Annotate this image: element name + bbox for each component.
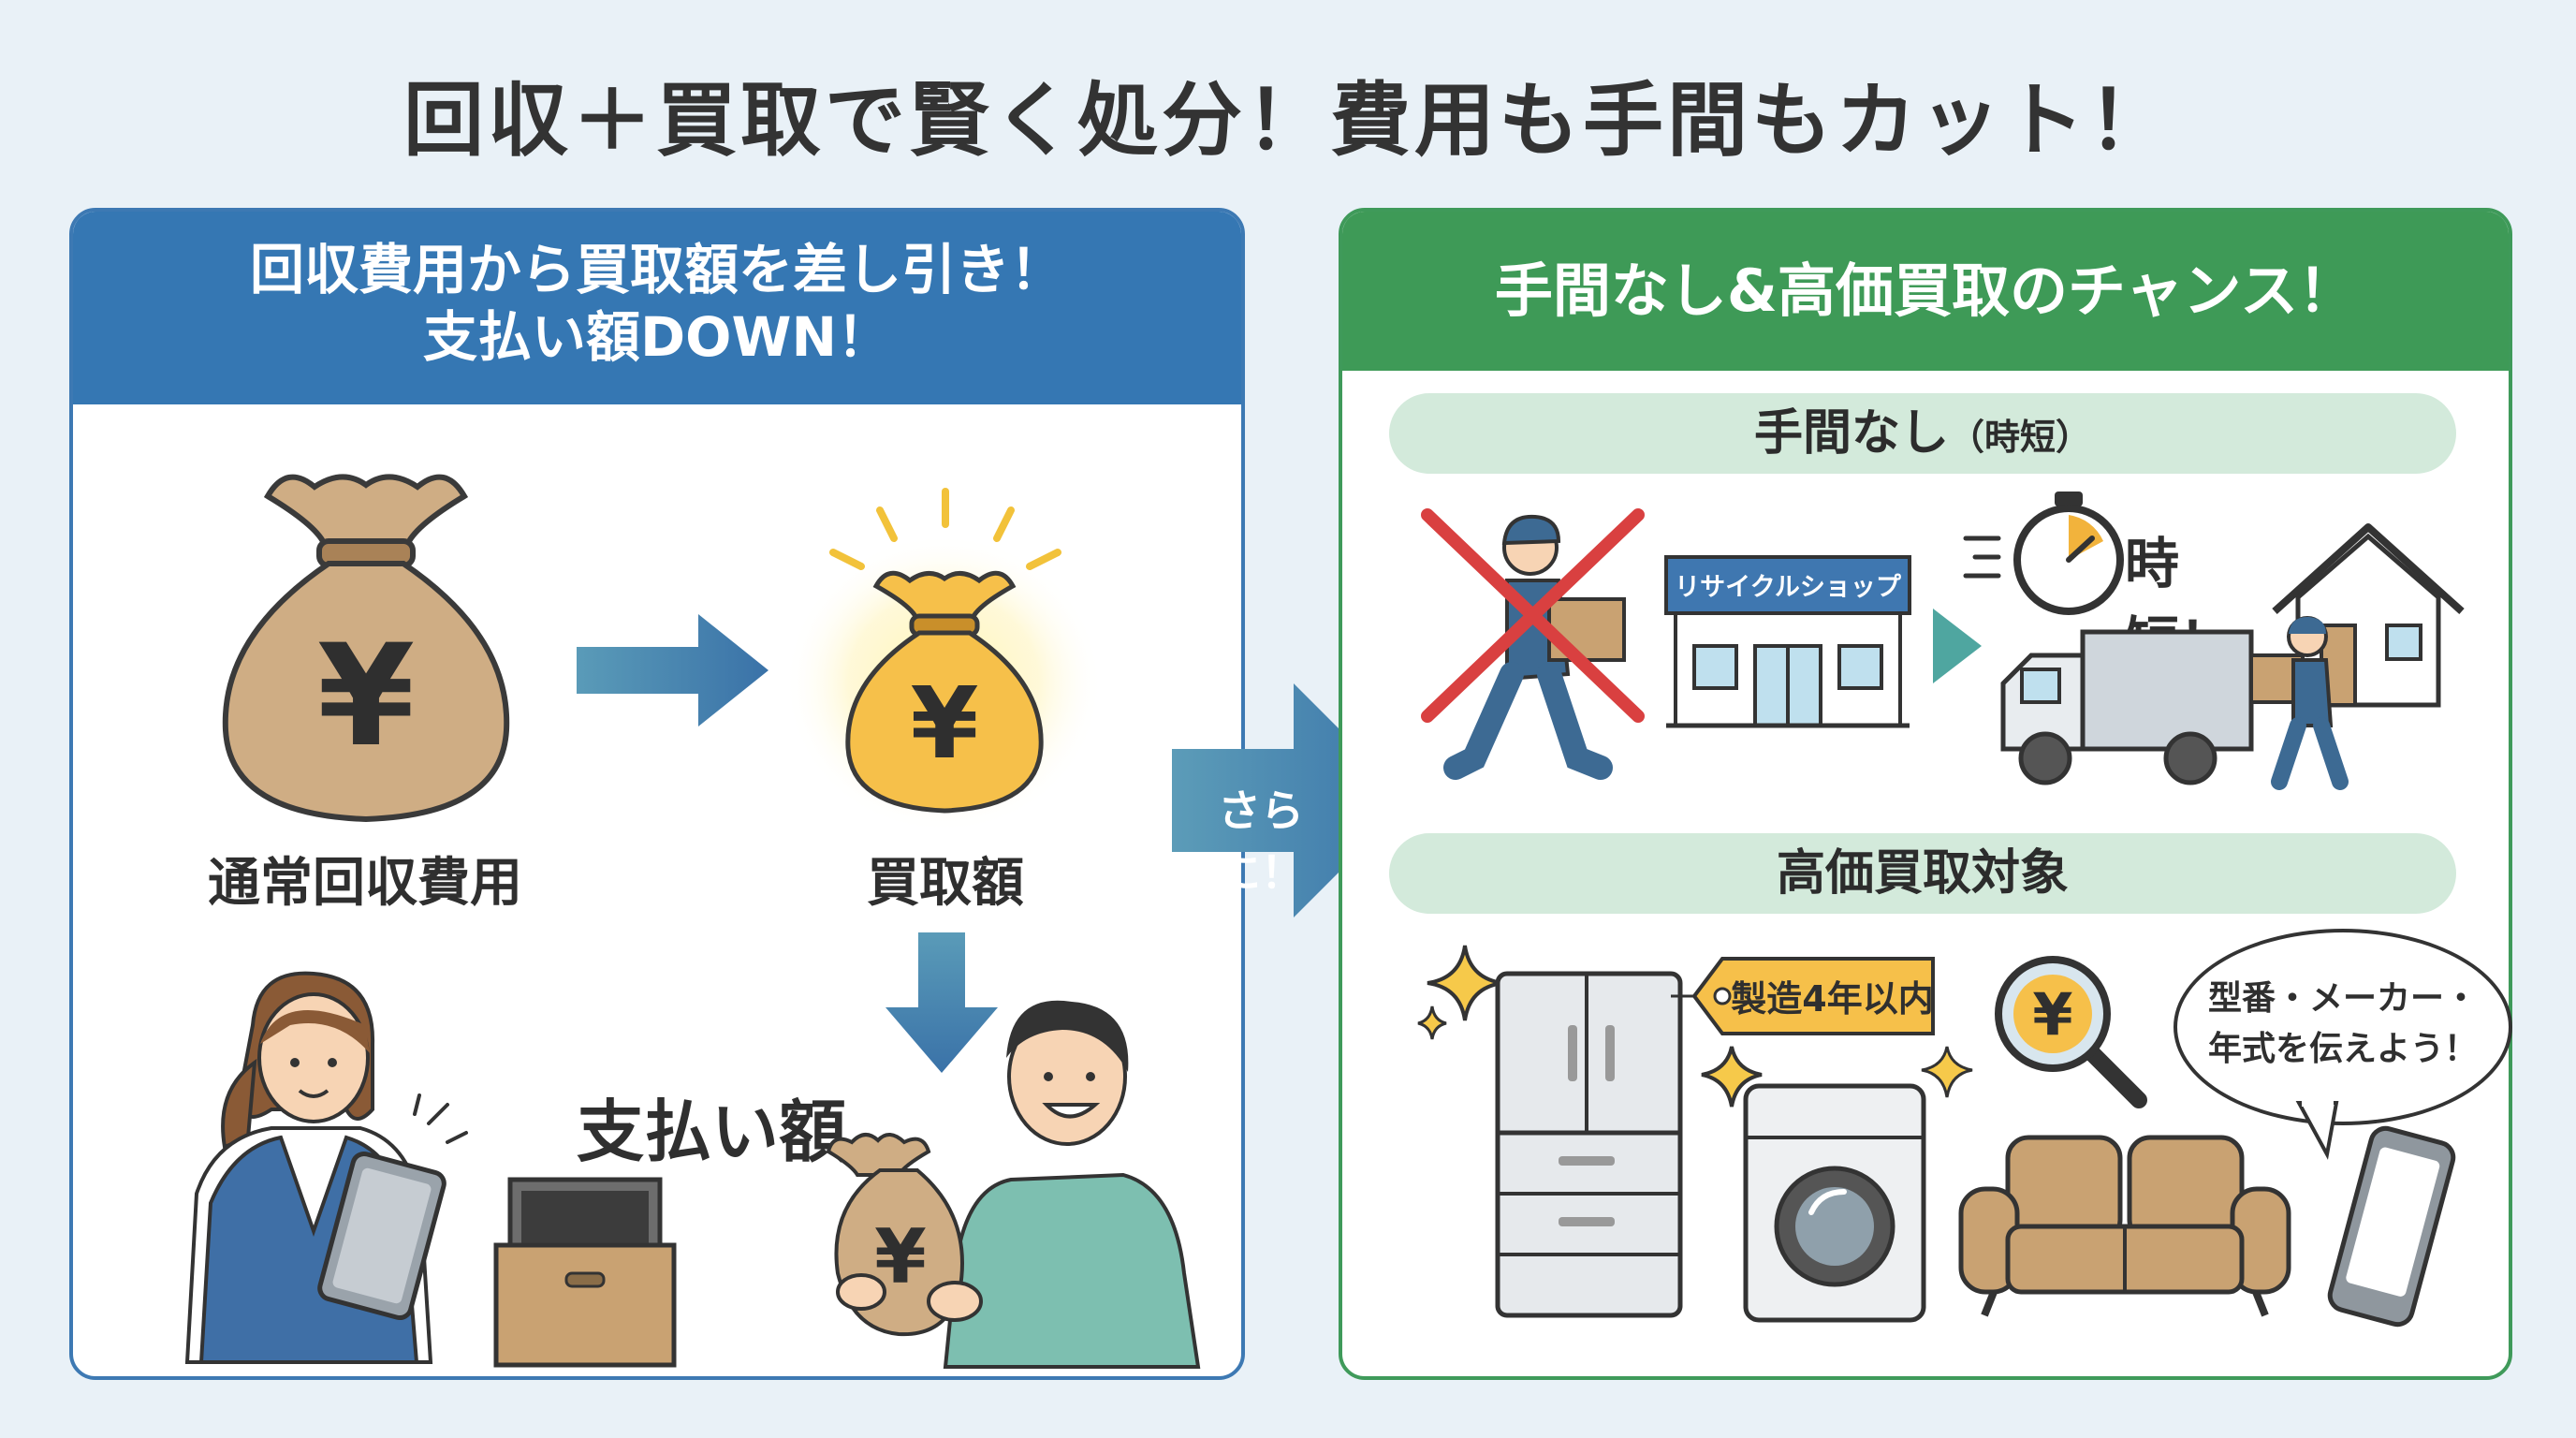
washing-machine-icon — [1743, 1083, 1926, 1323]
stopwatch-icon — [1963, 492, 2124, 615]
yen-symbol: ¥ — [2032, 980, 2072, 1049]
arrow-right-icon — [577, 614, 768, 726]
price-tag-icon — [1671, 957, 1935, 1035]
yen-symbol: ¥ — [317, 615, 415, 778]
tablet-icon — [317, 1093, 468, 1321]
section1-title: 手間なし — [1753, 405, 1949, 462]
bubble-line1: 型番・メーカー・ — [2207, 979, 2478, 1018]
customer-man-illustration: ¥ — [826, 1000, 1201, 1369]
gold-money-bag-icon: ¥ — [845, 570, 1044, 814]
magnifier-yen-icon: ¥ — [1995, 956, 2147, 1108]
refrigerator-icon — [1495, 971, 1683, 1318]
section2-title: 高価買取対象 — [1776, 845, 2069, 902]
sparkle-icon — [1921, 1046, 1973, 1098]
sparkle-lines-icon — [829, 488, 1061, 570]
bubble-line2: 年式を伝えよう！ — [2207, 1030, 2478, 1068]
mover-worker-icon — [2249, 616, 2349, 790]
shop-sign: リサイクルショップ — [1675, 573, 1901, 602]
yen-symbol: ¥ — [910, 667, 978, 781]
tag-label: 製造4年以内 — [1731, 978, 1934, 1020]
left-panel-header: 回収費用から買取額を差し引き！ 支払い額DOWN！ — [73, 212, 1241, 404]
smartphone-icon — [2327, 1125, 2456, 1328]
right-panel-header: 手間なし&高価買取のチャンス！ — [1342, 212, 2509, 371]
crossed-worker-illustration — [1421, 508, 1645, 780]
arrow-right-small-icon — [1933, 609, 1982, 683]
sparkle-icon — [1701, 1046, 1763, 1108]
section-no-hassle: 手間なし（時短） — [1389, 393, 2456, 474]
sofa-icon — [1958, 1135, 2291, 1317]
money-bag-icon: ¥ — [222, 474, 510, 823]
section1-subtitle: （時短） — [1949, 417, 2092, 458]
buy-amount-label: 買取額 — [867, 853, 1024, 914]
cardboard-box-icon — [493, 1177, 677, 1368]
section-high-value: 高価買取対象 — [1389, 833, 2456, 914]
recycle-shop-icon — [1664, 555, 1911, 728]
connector-label: さらに！ — [1218, 785, 1304, 898]
speech-bubble: 型番・メーカー・ 年式を伝えよう！ — [2174, 929, 2512, 1125]
payment-label: 支払い額 — [576, 1093, 846, 1171]
left-header-line2: 支払い額DOWN！ — [423, 305, 891, 369]
arrow-down-icon — [886, 932, 998, 1073]
left-header-line1: 回収費用から買取額を差し引き！ — [249, 238, 1064, 301]
sparkle-icon — [1417, 945, 1503, 1040]
normal-cost-label: 通常回収費用 — [208, 853, 522, 914]
page-title: 回収＋買取で賢く処分！費用も手間もカット！ — [403, 74, 2173, 168]
truck-icon — [2000, 629, 2254, 785]
bubble-tail — [2295, 1097, 2339, 1160]
house-icon — [2272, 523, 2465, 708]
